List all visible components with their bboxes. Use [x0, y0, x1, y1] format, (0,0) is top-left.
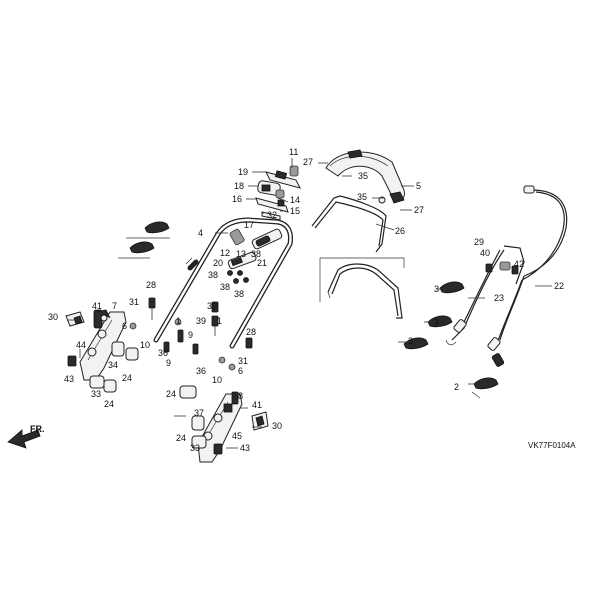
callout-30-right: 30: [272, 421, 282, 431]
callout-10-right: 10: [212, 375, 222, 385]
callout-43-right: 43: [240, 443, 250, 453]
callout-30-left: 30: [48, 312, 58, 322]
callout-27-top: 27: [303, 157, 313, 167]
callout-8: 8: [238, 391, 243, 401]
callout-39: 39: [207, 301, 217, 311]
callout-6-left: 6: [122, 321, 127, 331]
diagram-code: VK77F0104A: [528, 441, 576, 450]
callout-38-b: 38: [208, 270, 218, 280]
callout-1-b: 1: [176, 316, 181, 326]
callout-17: 17: [244, 220, 254, 230]
callout-3-a: 3: [434, 284, 439, 294]
callout-36-right: 36: [196, 366, 206, 376]
callout-38-d: 38: [234, 289, 244, 299]
upper-parts-stack: [255, 165, 301, 221]
callout-36-left: 36: [158, 348, 168, 358]
callout-28-left: 28: [146, 280, 156, 290]
callout-24-d: 24: [176, 433, 186, 443]
callout-31-right: 31: [238, 356, 248, 366]
callout-41-right: 41: [252, 400, 262, 410]
callout-22: 22: [554, 281, 564, 291]
callout-43-left: 43: [64, 374, 74, 384]
callout-28-right: 28: [246, 327, 256, 337]
callout-41-left: 41: [92, 301, 102, 311]
callout-5: 5: [416, 181, 421, 191]
callout-34: 34: [108, 360, 118, 370]
control-bar: [311, 195, 387, 253]
callout-39-b: 39: [196, 316, 206, 326]
callout-15: 15: [290, 206, 300, 216]
callout-10-left: 10: [140, 340, 150, 350]
callout-24-b: 24: [166, 389, 176, 399]
callout-35-mid: 35: [357, 192, 367, 202]
callout-4: 4: [198, 228, 203, 238]
callout-35-top: 35: [358, 171, 368, 181]
callout-1-a: 1: [217, 316, 222, 326]
callout-42: 42: [514, 259, 524, 269]
cable-assembly: [445, 185, 568, 367]
callout-33-right: 33: [190, 443, 200, 453]
callout-33-left: 33: [91, 389, 101, 399]
cable-holder-cluster: [227, 228, 283, 284]
callout-20: 20: [213, 258, 223, 268]
callout-12: 12: [220, 248, 230, 258]
callout-26: 26: [395, 226, 405, 236]
callout-14: 14: [290, 195, 300, 205]
callout-3-b: 3: [434, 317, 439, 327]
callout-31-left: 31: [129, 297, 139, 307]
callout-45: 45: [232, 431, 242, 441]
callout-7: 7: [112, 301, 117, 311]
callout-21: 21: [257, 258, 267, 268]
callout-9-b: 9: [166, 358, 171, 368]
callout-6-right: 6: [238, 366, 243, 376]
callout-labels: 11 27 19 35 18 5 16 14 35 15 27 32 17 4 …: [48, 147, 576, 453]
inset-lever-panel: [319, 257, 405, 319]
callout-16: 16: [232, 194, 242, 204]
callout-23: 23: [494, 293, 504, 303]
callout-3-c: 3: [408, 336, 413, 346]
callout-9-a: 9: [188, 330, 193, 340]
front-direction-arrow: FR.: [7, 424, 45, 449]
handle-bolts: [129, 297, 253, 371]
callout-18: 18: [234, 181, 244, 191]
right-handle-bracket: [179, 385, 269, 463]
upper-handle-grip: [325, 149, 405, 204]
callout-38-c: 38: [220, 282, 230, 292]
callout-24-a: 24: [122, 373, 132, 383]
main-handle: [153, 217, 293, 349]
callout-24-c: 24: [104, 399, 114, 409]
callout-38-a: 38: [251, 249, 261, 259]
callout-11: 11: [289, 147, 298, 157]
leader-lines: [67, 158, 552, 449]
callout-29: 29: [474, 237, 484, 247]
fr-label: FR.: [30, 424, 45, 434]
callout-40: 40: [480, 248, 490, 258]
cable-ties: [118, 221, 499, 399]
callout-2: 2: [454, 382, 459, 392]
callout-27-right: 27: [414, 205, 424, 215]
callout-19: 19: [238, 167, 248, 177]
callout-32: 32: [267, 210, 277, 220]
callout-13: 13: [236, 249, 246, 259]
callout-37: 37: [194, 408, 204, 418]
left-handle-bracket: [65, 309, 139, 393]
callout-44: 44: [76, 340, 86, 350]
